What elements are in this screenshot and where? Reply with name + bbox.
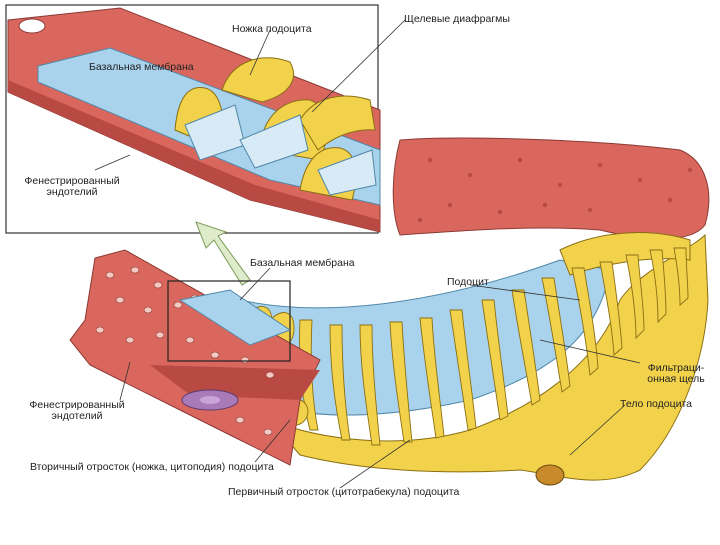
label-basal-membrane-main: Базальная мембрана	[250, 258, 355, 269]
red-cell-center	[200, 396, 220, 404]
label-podocyte-body: Тело подоцита	[620, 399, 692, 410]
label-basal-membrane-inset: Базальная мембрана	[89, 62, 194, 73]
capillary-tube	[393, 138, 709, 239]
main-endothelium-sheet	[70, 250, 320, 465]
label-filtration-slit-line2: онная щель	[636, 374, 716, 385]
label-filtration-slit: Фильтраци- онная щель	[636, 363, 716, 385]
capillary-segment	[393, 138, 709, 239]
label-fenestrated-endothelium-main: Фенестрированный эндотелий	[14, 400, 140, 422]
label-primary-process: Первичный отросток (цитотрабекула) подоц…	[228, 487, 459, 498]
main-endothelium	[70, 250, 320, 465]
label-podocyte: Подоцит	[447, 277, 489, 288]
label-podocyte-foot-inset: Ножка подоцита	[232, 24, 312, 35]
inset-fenestra	[19, 19, 45, 33]
podocyte-nucleus	[536, 465, 564, 485]
label-fenestrated-endothelium-main-line2: эндотелий	[14, 411, 140, 422]
zoom-arrow	[196, 222, 250, 285]
inset-illustration	[6, 5, 405, 233]
label-fenestrated-endothelium-inset: Фенестрированный эндотелий	[8, 176, 136, 198]
label-slit-diaphragms: Щелевые диафрагмы	[404, 14, 510, 25]
label-fenestrated-endothelium-inset-line2: эндотелий	[8, 187, 136, 198]
label-secondary-process: Вторичный отросток (ножка, цитоподия) по…	[30, 462, 274, 473]
